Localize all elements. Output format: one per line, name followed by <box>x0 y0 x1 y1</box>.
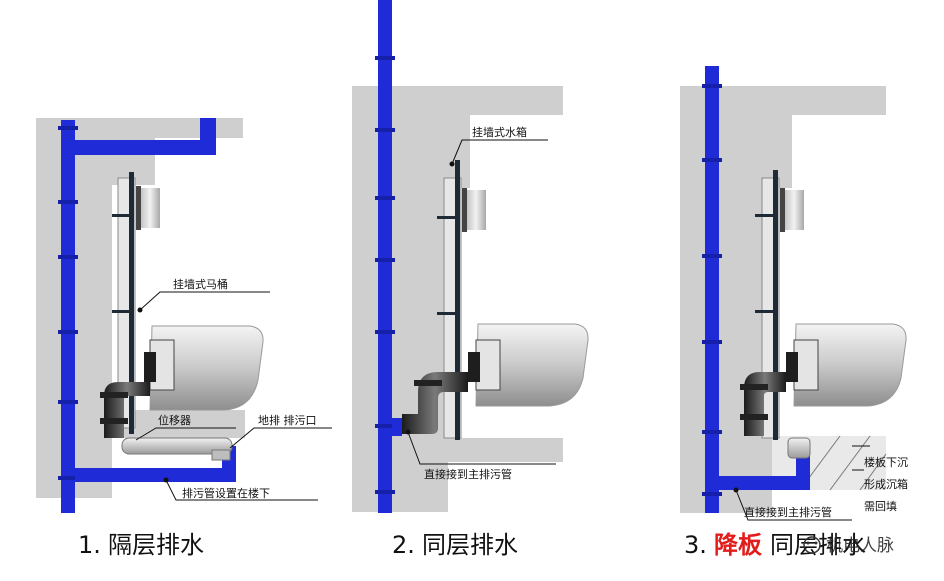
cistern <box>140 188 160 228</box>
wall-section <box>680 86 886 513</box>
caption-3-number: 3. <box>684 531 707 559</box>
pipe-joints <box>58 126 78 480</box>
caption-3-text: 同层排水 <box>770 531 866 559</box>
panel-2: 挂墙式水箱 直接接到主排污管 2. 同层排水 <box>352 0 589 559</box>
drain-pipe <box>719 456 810 490</box>
panel-3: 直接接到主排污管 楼板下沉 形成沉箱 需回填 3. 降板 同层排水 <box>680 66 908 559</box>
watermark: 机电人脉 <box>803 536 894 556</box>
label-direct: 直接接到主排污管 <box>744 505 832 519</box>
wall-hung-toilet <box>793 323 907 407</box>
leader-lines <box>735 445 870 521</box>
main-pipe <box>378 0 392 513</box>
label-shifter: 位移器 <box>158 413 191 427</box>
wall-section <box>36 118 245 498</box>
frame-post <box>773 170 778 440</box>
caption-3-highlight: 降板 <box>714 531 763 559</box>
flush-plate <box>462 188 467 232</box>
wall-section <box>352 86 563 512</box>
wall-hung-toilet <box>149 325 264 411</box>
leader-lines <box>135 291 332 501</box>
cistern <box>784 190 804 230</box>
waste-pipe <box>402 372 468 434</box>
upper-pipe <box>75 118 216 155</box>
watermark-text: 机电人脉 <box>826 536 894 556</box>
watermark-icon <box>803 536 821 554</box>
label-tank: 挂墙式水箱 <box>472 125 527 139</box>
frame-post <box>455 160 460 440</box>
caption-2-number: 2. <box>392 531 415 559</box>
leader-lines <box>407 139 556 465</box>
cistern <box>466 190 486 230</box>
label-toilet: 挂墙式马桶 <box>173 277 228 291</box>
wall-hung-toilet <box>475 323 589 407</box>
flush-plate <box>780 188 785 232</box>
label-slab-line3: 需回填 <box>864 499 897 513</box>
floor-connector <box>787 437 811 459</box>
main-pipe <box>61 120 75 513</box>
main-pipe <box>705 66 719 513</box>
label-direct: 直接接到主排污管 <box>424 467 512 481</box>
label-slab-line2: 形成沉箱 <box>864 477 908 491</box>
label-slab-line1: 楼板下沉 <box>864 455 908 469</box>
caption-1-number: 1. <box>78 531 101 559</box>
caption-2-text: 同层排水 <box>422 531 518 559</box>
label-floor-drain: 地排 排污口 <box>258 413 317 427</box>
frame-post <box>129 172 134 434</box>
flush-plate <box>136 186 141 230</box>
pipe-joints <box>375 56 395 494</box>
drain-pipe-below <box>75 446 236 482</box>
pipe-joints <box>702 84 722 496</box>
caption-1-text: 隔层排水 <box>108 531 204 559</box>
panel-1: 挂墙式马桶 位移器 地排 排污口 排污管设置在楼下 1. 隔层排水 <box>36 118 332 559</box>
label-pipe-below: 排污管设置在楼下 <box>182 486 270 500</box>
